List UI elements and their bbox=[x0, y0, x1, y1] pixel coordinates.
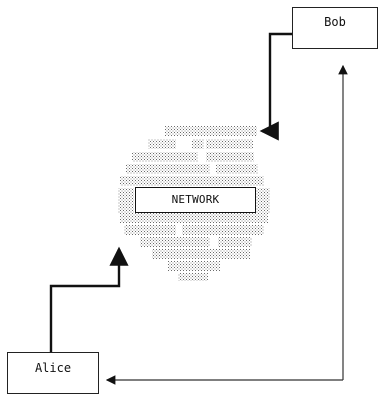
alice-to-network-arrow bbox=[51, 249, 119, 352]
bob-label: Bob bbox=[324, 15, 346, 29]
bob-node: Bob bbox=[292, 7, 378, 49]
network-label: NETWORK bbox=[172, 193, 220, 206]
network-label-box: NETWORK bbox=[135, 187, 256, 213]
alice-node: Alice bbox=[7, 352, 99, 394]
alice-label: Alice bbox=[35, 361, 71, 375]
bob-to-network-arrow bbox=[262, 34, 292, 131]
